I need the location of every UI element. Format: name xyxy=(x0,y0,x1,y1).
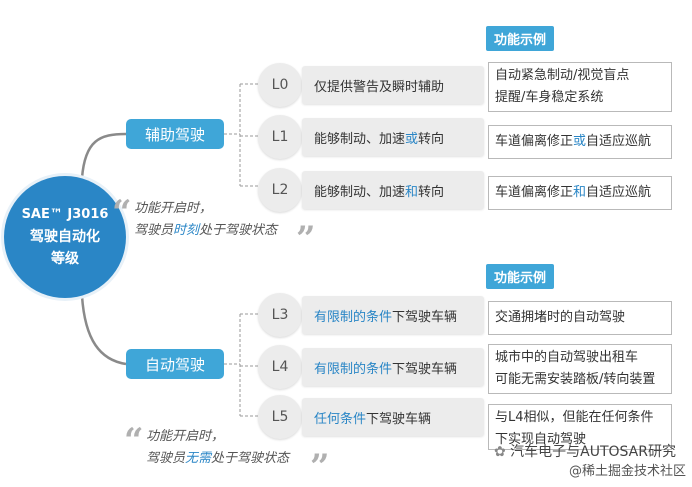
category-assisted-driving: 辅助驾驶 xyxy=(126,119,224,149)
level-badge-l0: L0 xyxy=(258,63,302,107)
examples-header-top: 功能示例 xyxy=(486,26,555,51)
level-desc-l3: 有限制的条件下驾驶车辆 xyxy=(302,296,484,334)
center-subtitle: 驾驶自动化 xyxy=(30,229,100,245)
open-quote-icon: “ xyxy=(124,421,144,461)
category-label: 自动驾驶 xyxy=(144,355,205,374)
example-l0: 自动紧急制动/视觉盲点 提醒/车身稳定系统 xyxy=(488,62,672,112)
example-l1: 车道偏离修正或自适应巡航 xyxy=(488,125,672,159)
level-desc-l2: 能够制动、加速和转向 xyxy=(302,171,484,209)
center-title: SAE™ J3016 xyxy=(21,207,109,222)
category-label: 辅助驾驶 xyxy=(144,125,205,144)
level-badge-l4: L4 xyxy=(258,345,302,389)
quote-line2: 驾驶员无需处于驾驶状态 xyxy=(146,451,290,466)
level-badge-l5: L5 xyxy=(258,395,302,439)
watermark-source: ✿ 汽车电子与AUTOSAR研究 xyxy=(493,444,676,460)
level-badge-l1: L1 xyxy=(258,115,302,159)
open-quote-icon: “ xyxy=(112,193,132,233)
category-automated-driving: 自动驾驶 xyxy=(126,349,224,379)
level-desc-l1: 能够制动、加速或转向 xyxy=(302,118,484,156)
level-desc-l5: 任何条件下驾驶车辆 xyxy=(302,398,484,436)
level-desc-l0: 仅提供警告及瞬时辅助 xyxy=(302,66,484,104)
quote-line2: 驾驶员时刻处于驾驶状态 xyxy=(134,223,278,238)
quote-line1: 功能开启时， xyxy=(146,429,225,444)
level-badge-l2: L2 xyxy=(258,168,302,212)
close-quote-icon: ” xyxy=(310,447,330,487)
wechat-icon: ✿ xyxy=(493,444,511,460)
level-desc-l4: 有限制的条件下驾驶车辆 xyxy=(302,348,484,386)
close-quote-icon: ” xyxy=(296,219,316,259)
quote-line1: 功能开启时， xyxy=(134,201,213,216)
level-badge-l3: L3 xyxy=(258,293,302,337)
example-l5: 与L4相似，但能在任何条件 下实现自动驾驶 xyxy=(488,404,672,450)
watermark-site: @稀土掘金技术社区 xyxy=(568,464,686,479)
center-level: 等级 xyxy=(51,251,79,267)
examples-header-bottom: 功能示例 xyxy=(486,264,555,289)
example-l2: 车道偏离修正和自适应巡航 xyxy=(488,176,672,210)
sae-j3016-center: SAE™ J3016 驾驶自动化 等级 xyxy=(4,176,126,298)
example-l3: 交通拥堵时的自动驾驶 xyxy=(488,301,672,335)
example-l4: 城市中的自动驾驶出租车 可能无需安装踏板/转向装置 xyxy=(488,344,672,394)
